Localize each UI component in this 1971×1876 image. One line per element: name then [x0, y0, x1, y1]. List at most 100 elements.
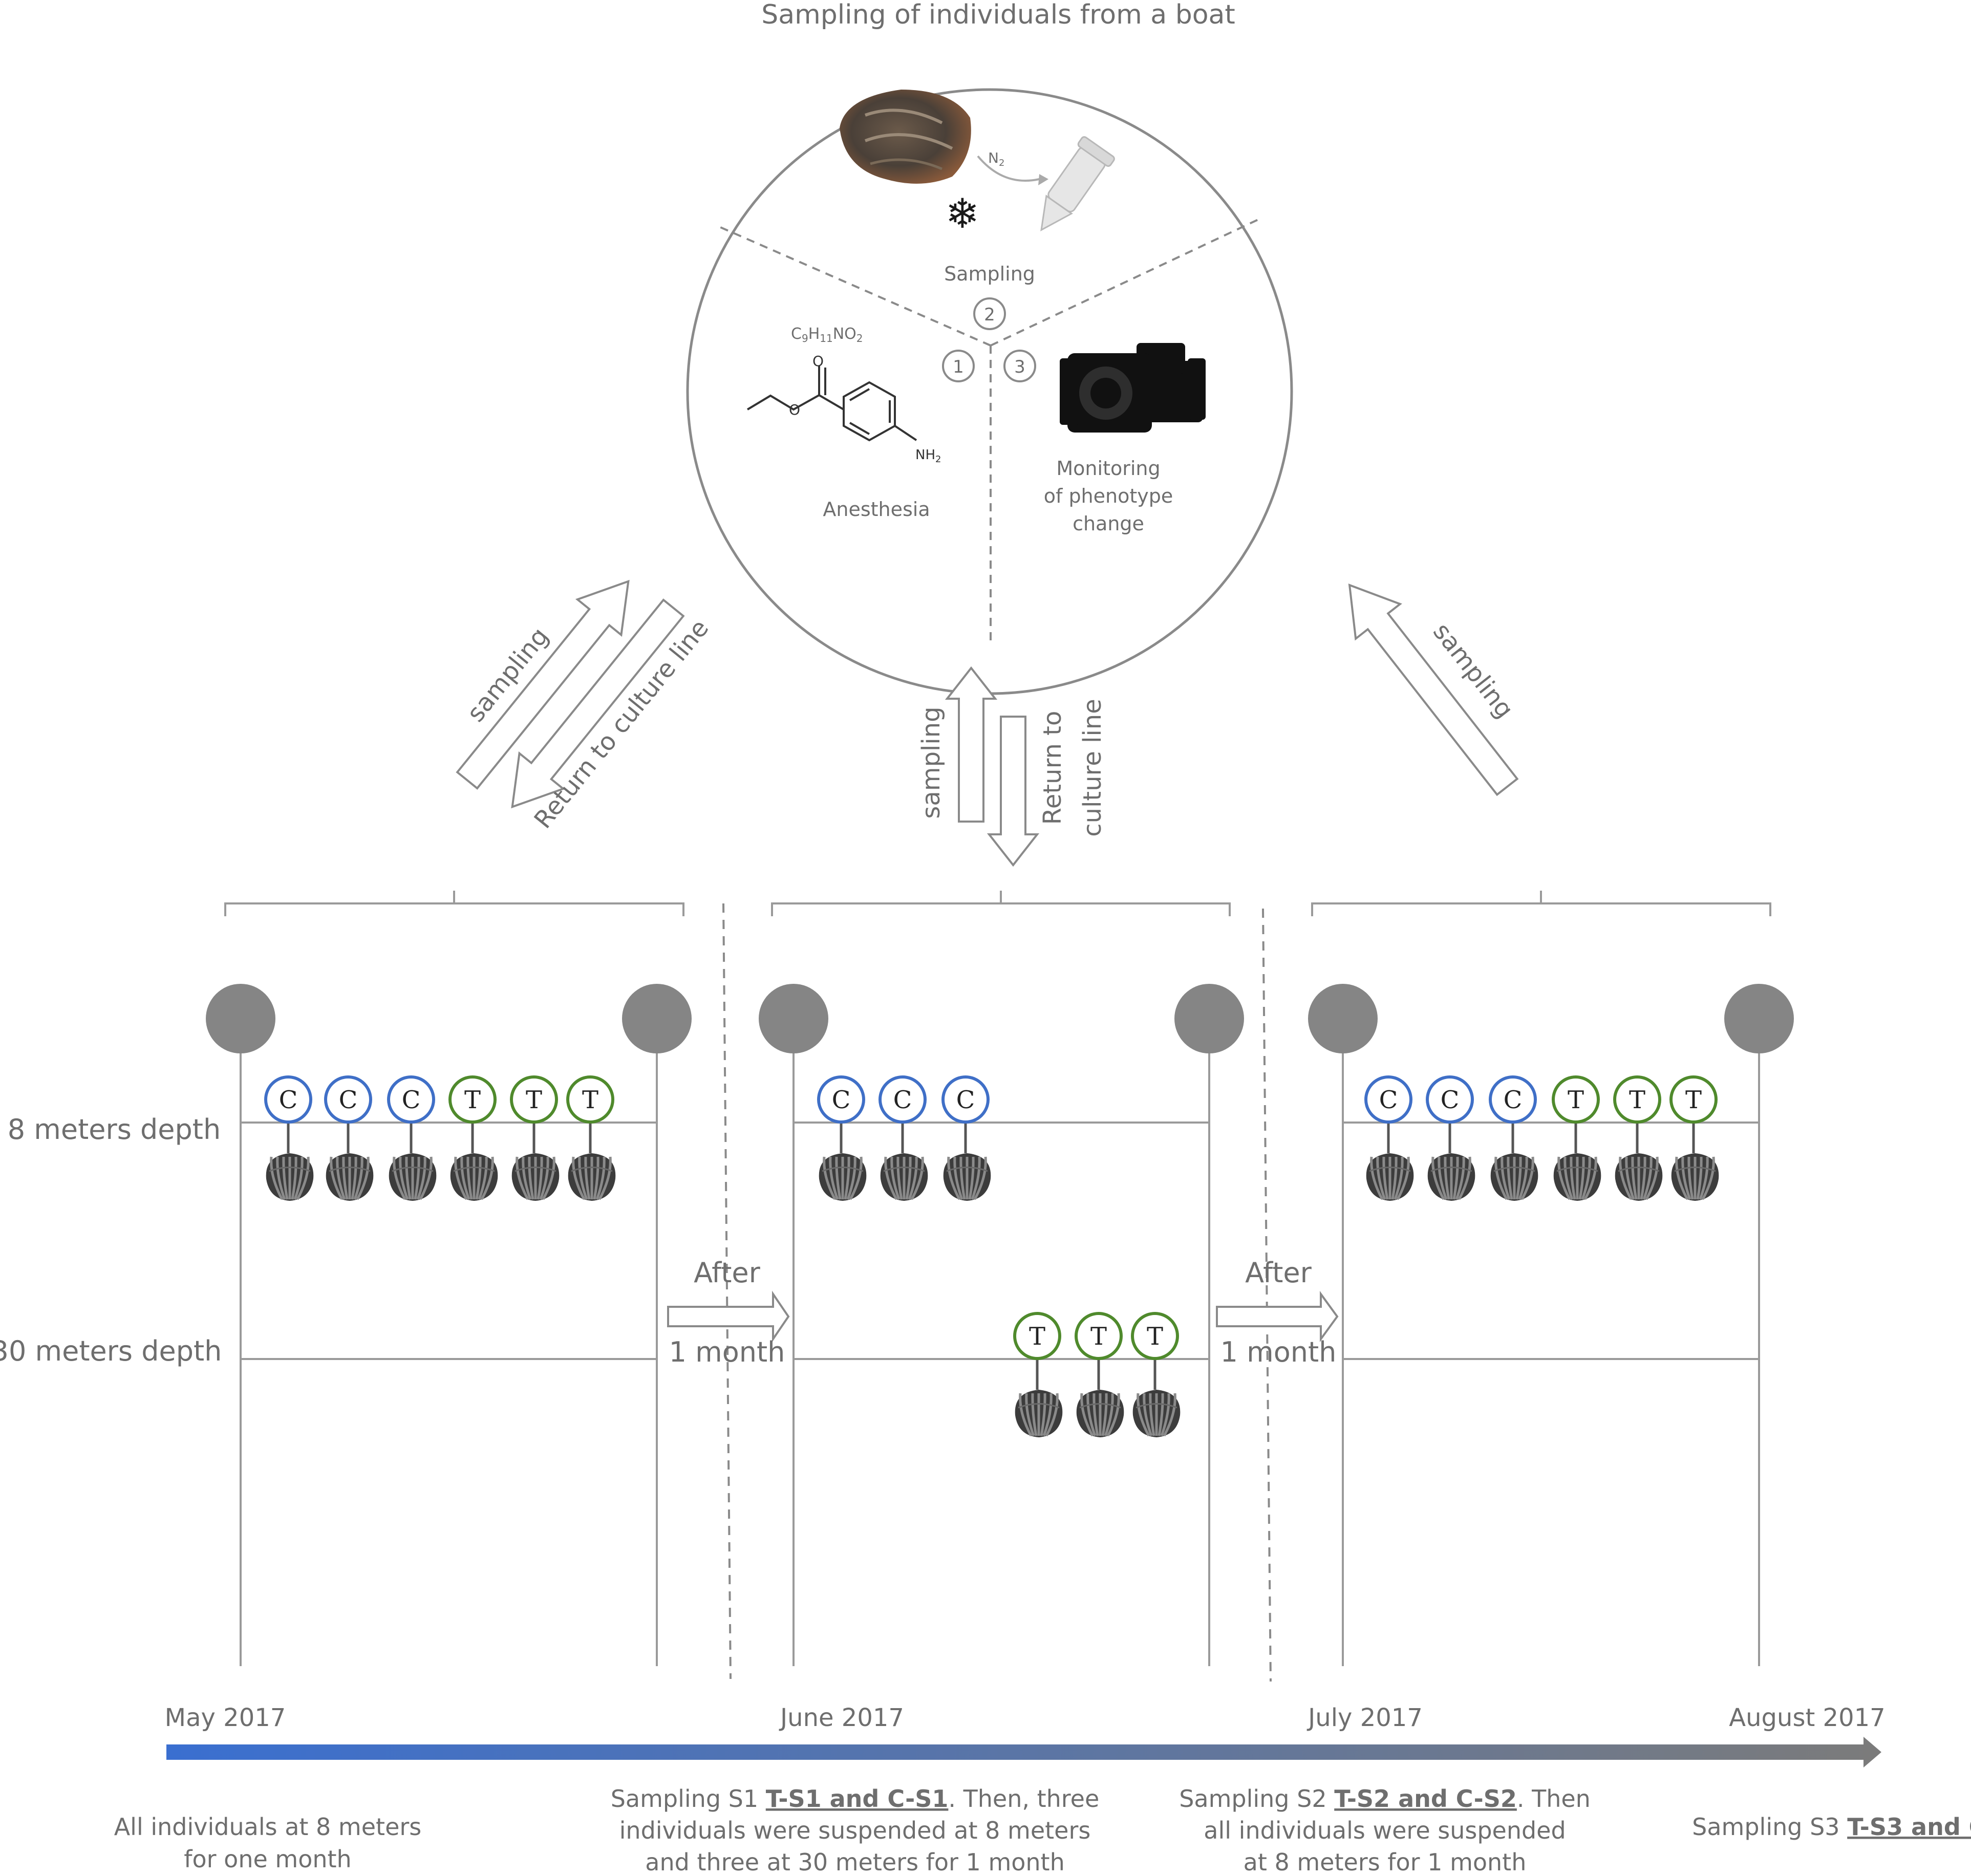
- control-tag: C: [264, 1075, 312, 1124]
- oyster-icon: [1671, 1153, 1719, 1201]
- n2-label: N2: [988, 149, 1004, 168]
- step-number-3: 3: [1003, 350, 1036, 382]
- buoy-icon: [1174, 984, 1244, 1053]
- curved-arrow-icon: [977, 155, 1040, 182]
- oyster-icon: [326, 1153, 374, 1201]
- month-label-august: August 2017: [1729, 1704, 1885, 1732]
- svg-text:1 month: 1 month: [1220, 1336, 1337, 1368]
- svg-text:all individuals were suspended: all individuals were suspended: [1204, 1817, 1566, 1844]
- svg-text:change: change: [1073, 512, 1144, 535]
- caption-june: Sampling S1 T-S1 and C-S1. Then, three i…: [611, 1785, 1100, 1876]
- sampling-circle: N2 ❄ Sampling 2 1 3 C9H11NO2: [686, 88, 1293, 695]
- svg-text:for one month: for one month: [184, 1845, 351, 1873]
- panel-brackets: [224, 891, 1771, 916]
- center-return-arrow: Return to culture line: [987, 699, 1107, 867]
- snowflake-icon: ❄: [945, 190, 979, 238]
- month-label-june: June 2017: [779, 1704, 904, 1732]
- svg-text:C: C: [1504, 1086, 1523, 1114]
- svg-text:T: T: [1629, 1086, 1645, 1114]
- svg-text:After: After: [694, 1257, 760, 1289]
- step-number-2: 2: [973, 297, 1006, 330]
- svg-text:T: T: [1685, 1086, 1702, 1114]
- oyster-icon: [1076, 1390, 1124, 1437]
- tube-icon: [1040, 136, 1115, 231]
- treatment-tag: T: [1669, 1075, 1718, 1124]
- svg-text:C: C: [832, 1086, 851, 1114]
- monitoring-label: Monitoring of phenotype change: [1044, 457, 1173, 535]
- svg-text:C: C: [956, 1086, 975, 1114]
- svg-text:C: C: [893, 1086, 912, 1114]
- svg-text:T: T: [526, 1086, 542, 1114]
- oyster-icon: [1427, 1153, 1475, 1201]
- control-tag: C: [324, 1075, 372, 1124]
- buoy-icon: [206, 984, 275, 1053]
- svg-text:sampling: sampling: [917, 706, 946, 818]
- treatment-tag: T: [1613, 1075, 1661, 1124]
- depth-label-8m: 8 meters depth: [8, 1113, 221, 1146]
- right-sampling-arrow: [1348, 583, 1519, 796]
- svg-text:Sampling S2 T-S2 and C-S2. The: Sampling S2 T-S2 and C-S2. Then: [1179, 1785, 1591, 1813]
- oyster-icon: [511, 1153, 560, 1201]
- center-sampling-arrow: sampling: [917, 666, 998, 823]
- chemical-formula: C9H11NO2: [791, 325, 863, 344]
- svg-text:3: 3: [1014, 357, 1025, 377]
- amine-group-label: NH2: [915, 447, 941, 465]
- treatment-tag: T: [1131, 1312, 1179, 1360]
- buoy-icon: [622, 984, 692, 1053]
- treatment-tag: T: [1075, 1312, 1123, 1360]
- svg-text:C: C: [339, 1086, 358, 1114]
- svg-text:2: 2: [984, 305, 995, 325]
- oyster-photo: [840, 90, 971, 184]
- control-tag: C: [817, 1075, 865, 1124]
- buoy-icon: [1724, 984, 1794, 1053]
- svg-text:at 8 meters for 1 month: at 8 meters for 1 month: [1244, 1848, 1527, 1876]
- step-number-1: 1: [942, 350, 975, 382]
- oxygen-atom-top: O: [812, 353, 824, 370]
- diagram-title: Sampling of individuals from a boat: [761, 0, 1235, 30]
- svg-text:of phenotype: of phenotype: [1044, 485, 1173, 507]
- svg-text:All individuals at 8 meters: All individuals at 8 meters: [114, 1813, 422, 1841]
- svg-text:T: T: [582, 1086, 598, 1114]
- oyster-icon: [943, 1153, 991, 1201]
- control-tag: C: [387, 1075, 435, 1124]
- oyster-icon: [568, 1153, 616, 1201]
- caption-august: Sampling S3 T-S3 and C-S3: [1692, 1813, 1971, 1841]
- svg-text:individuals were suspended at: individuals were suspended at 8 meters: [619, 1817, 1091, 1844]
- oyster-icon: [389, 1153, 437, 1201]
- svg-text:C: C: [1441, 1086, 1460, 1114]
- svg-text:and three at 30 meters for 1 m: and three at 30 meters for 1 month: [645, 1848, 1065, 1876]
- camera-icon: [1060, 343, 1206, 433]
- oxygen-atom-ester: O: [789, 401, 800, 418]
- after-one-month-1: After 1 month: [667, 1257, 790, 1368]
- depth-label-30m: 30 meters depth: [0, 1335, 222, 1367]
- buoy-icon: [1308, 984, 1378, 1053]
- oyster-icon: [266, 1153, 314, 1201]
- treatment-tag: T: [510, 1075, 558, 1124]
- separator-june-july: [1262, 908, 1272, 1682]
- control-tag: C: [1489, 1075, 1537, 1124]
- svg-text:C: C: [402, 1086, 421, 1114]
- control-tag: C: [879, 1075, 927, 1124]
- oyster-icon: [1490, 1153, 1538, 1201]
- treatment-tag: T: [1552, 1075, 1600, 1124]
- oyster-icon: [819, 1153, 867, 1201]
- svg-text:Monitoring: Monitoring: [1056, 457, 1160, 480]
- svg-text:culture line: culture line: [1078, 699, 1107, 836]
- oyster-icon: [1132, 1390, 1181, 1437]
- svg-text:T: T: [1568, 1086, 1584, 1114]
- oyster-icon: [450, 1153, 498, 1201]
- oyster-icon: [1366, 1153, 1414, 1201]
- control-tag: C: [1364, 1075, 1412, 1124]
- oyster-icon: [880, 1153, 928, 1201]
- svg-text:1: 1: [953, 357, 964, 377]
- benzocaine-structure-icon: [746, 366, 917, 442]
- separator-may-june: [722, 903, 732, 1679]
- svg-text:T: T: [1147, 1322, 1163, 1351]
- after-one-month-2: After 1 month: [1216, 1257, 1339, 1368]
- svg-text:1 month: 1 month: [669, 1336, 785, 1368]
- control-tag: C: [1426, 1075, 1474, 1124]
